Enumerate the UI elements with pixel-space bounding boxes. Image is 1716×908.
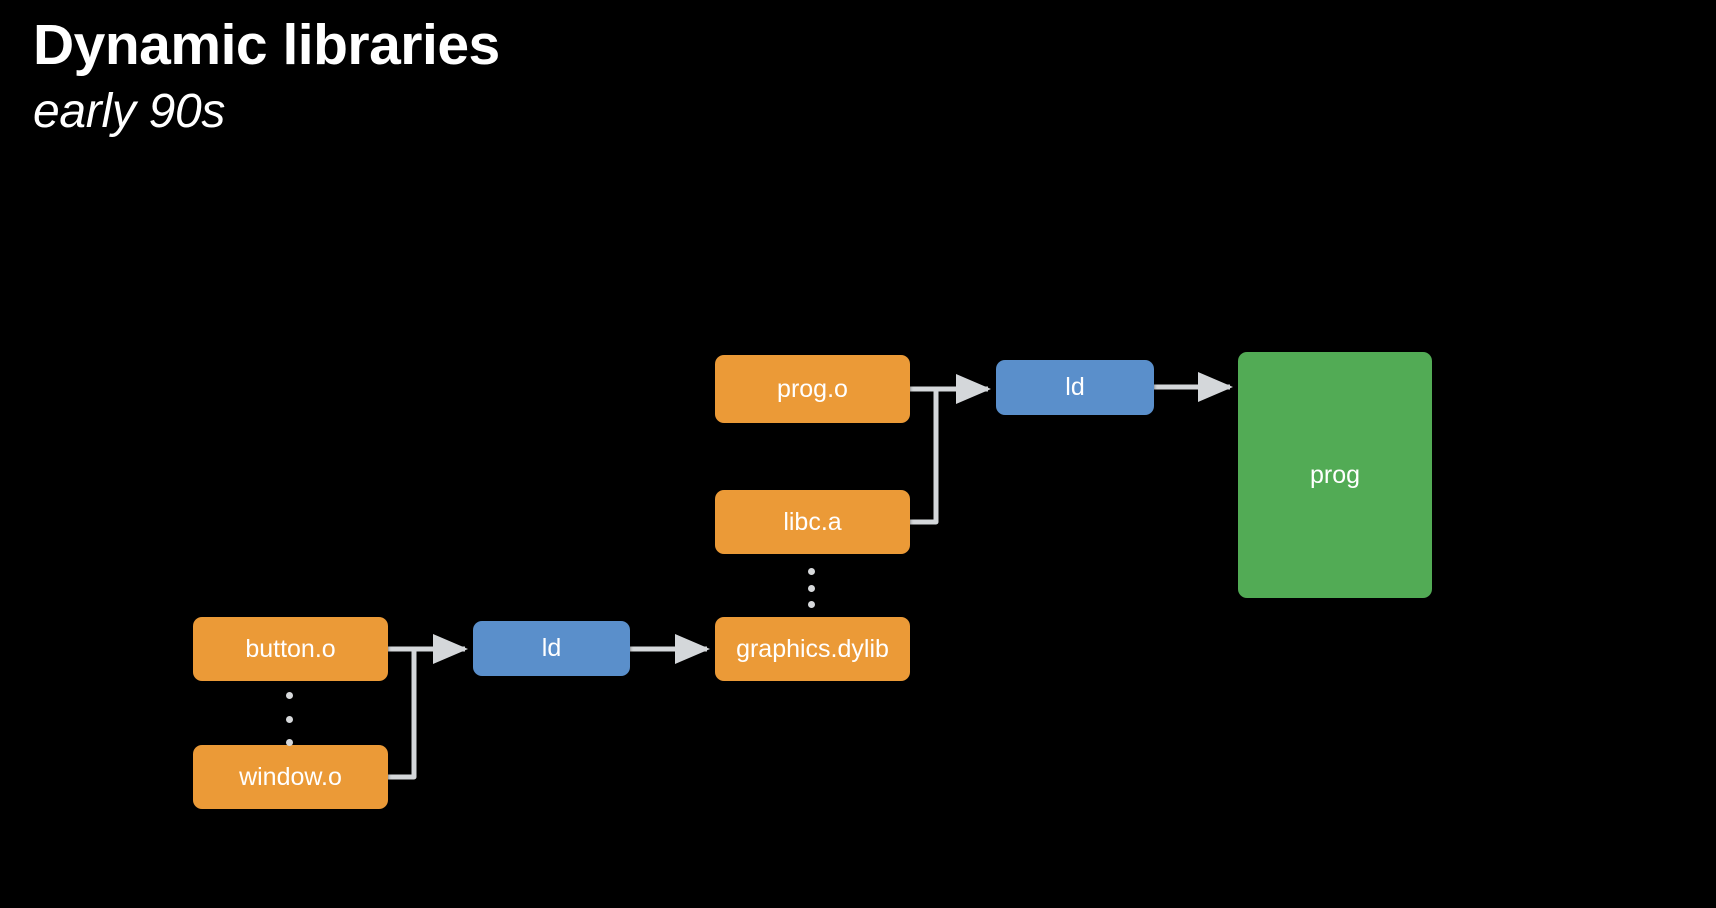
node-ld-top[interactable]: ld <box>996 360 1154 415</box>
ellipsis-icon-libraries <box>807 568 815 608</box>
title-block: Dynamic libraries early 90s <box>33 13 500 140</box>
node-label: prog <box>1309 460 1361 489</box>
node-label: libc.a <box>783 507 842 536</box>
node-ld-bottom[interactable]: ld <box>473 621 630 676</box>
dot-icon <box>285 692 293 699</box>
node-prog-output[interactable]: prog <box>1238 352 1432 598</box>
edge-windowo-to-ld <box>385 646 417 780</box>
node-label: graphics.dylib <box>736 634 889 663</box>
node-libc-a[interactable]: libc.a <box>715 490 910 554</box>
ellipsis-icon-objects <box>285 692 293 746</box>
node-button-o[interactable]: button.o <box>193 617 388 681</box>
node-graphics-dylib[interactable]: graphics.dylib <box>715 617 910 681</box>
dot-icon <box>807 584 815 592</box>
page-title: Dynamic libraries <box>33 13 500 77</box>
edge-libca-to-ld <box>907 386 939 525</box>
node-prog-o[interactable]: prog.o <box>715 355 910 423</box>
node-window-o[interactable]: window.o <box>193 745 388 809</box>
node-label: window.o <box>239 762 342 791</box>
dot-icon <box>807 601 815 608</box>
dot-icon <box>285 739 293 746</box>
node-label: ld <box>541 634 562 662</box>
node-label: prog.o <box>777 374 848 403</box>
dot-icon <box>807 568 815 575</box>
node-label: button.o <box>245 634 336 663</box>
page-subtitle: early 90s <box>33 84 226 138</box>
node-label: ld <box>1065 373 1085 401</box>
dot-icon <box>285 715 293 723</box>
